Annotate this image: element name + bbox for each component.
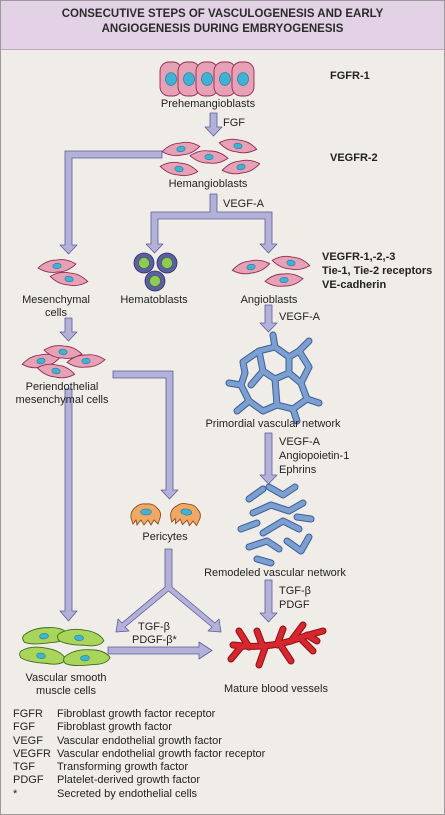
arrow-prehemangio-to-hemangio [204, 112, 223, 137]
vegf-a-factor-label-2: VEGF-A [279, 311, 320, 323]
title-line-1: CONSECUTIVE STEPS OF VASCULOGENESIS AND … [61, 8, 384, 20]
angioblasts-label: Angioblasts [240, 294, 298, 306]
remodeled-network [237, 483, 315, 567]
title-line-2: ANGIOGENESIS DURING EMBRYOGENESIS [101, 23, 344, 35]
legend-text: Secreted by endothelial cells [57, 787, 198, 800]
tgf-beta-right-label: TGF-β [279, 585, 311, 597]
vegf-a-factor-label-1: VEGF-A [223, 198, 264, 210]
fgfr1-receptor-label: FGFR-1 [330, 70, 370, 82]
legend-text: Vascular endothelial growth factor [57, 734, 222, 747]
tgf-beta-mid-label: TGF-β [138, 621, 170, 633]
legend-row: VEGFR Vascular endothelial growth factor … [13, 748, 265, 761]
primordial-network [225, 331, 323, 425]
mature-blood-vessels [227, 621, 327, 669]
hematoblast-cells [133, 252, 178, 292]
primordial-network-label: Primordial vascular network [205, 418, 341, 430]
hemangioblast-cells [158, 136, 262, 179]
hematoblasts-label: Hematoblasts [120, 294, 188, 306]
diagram-header: CONSECUTIVE STEPS OF VASCULOGENESIS AND … [1, 1, 444, 50]
periendothelial-label: Periendothelial mesenchymal cells [16, 381, 109, 407]
legend-abbr: FGFR [13, 708, 43, 720]
pericytes-label: Pericytes [142, 531, 188, 543]
smooth-muscle-label: Vascular smooth muscle cells [25, 672, 106, 698]
tie-receptors-label: Tie-1, Tie-2 receptors [322, 265, 433, 277]
arrow-primordial-to-remodeled [259, 432, 278, 485]
angiopoietin-factor-label: Angiopoietin-1 [279, 450, 350, 462]
arrow-remodeled-to-mature [259, 579, 278, 623]
vegfr123-receptor-label: VEGFR-1,-2,-3 [322, 251, 396, 263]
arrow-mesenchymal-to-periendothelial [59, 317, 78, 342]
legend-abbr: VEGFR [13, 747, 51, 760]
pdgf-beta-mid-label: PDGF-β* [132, 634, 177, 646]
legend-row: * Secreted by endothelial cells [13, 788, 265, 801]
pdgf-right-label: PDGF [279, 599, 310, 611]
legend-text: Vascular endothelial growth factor recep… [57, 747, 266, 760]
legend-abbr: TGF [13, 761, 35, 774]
mesenchymal-cells [37, 257, 90, 289]
pericyte-cells [130, 501, 203, 528]
legend-abbr: PDGF [13, 774, 44, 787]
angioblast-cells [230, 253, 312, 288]
vegf-a-factor-label-3: VEGF-A [279, 436, 320, 448]
arrow-pericytes-fork [115, 548, 222, 633]
smooth-muscle-label-line-2: muscle cells [36, 685, 96, 697]
legend-text: Fibroblast growth factor receptor [57, 708, 216, 720]
legend-row: VEGF Vascular endothelial growth factor [13, 735, 265, 748]
mesenchymal-label-line-1: Mesenchymal [22, 294, 90, 306]
legend-row: PDGF Platelet-derived growth factor [13, 774, 265, 787]
arrow-periendothelial-to-pericytes [112, 370, 179, 500]
abbreviation-legend: FGFR Fibroblast growth factor receptor FG… [13, 708, 265, 801]
periendothelial-cells [20, 343, 106, 381]
arrow-hemangio-to-mesenchymal [59, 150, 163, 255]
fgf-factor-label: FGF [223, 117, 245, 129]
mesenchymal-label-line-2: cells [44, 307, 68, 319]
ve-cadherin-label: VE-cadherin [322, 279, 387, 291]
arrow-hemangio-split [145, 193, 278, 254]
legend-abbr: FGF [13, 721, 35, 734]
periendothelial-label-line-1: Periendothelial [25, 381, 99, 393]
legend-abbr: * [13, 787, 18, 800]
periendothelial-label-line-2: mesenchymal cells [15, 394, 109, 406]
legend-row: FGF Fibroblast growth factor [13, 721, 265, 734]
arrow-smc-to-mature [107, 641, 213, 660]
prehemangioblasts-label: Prehemangioblasts [160, 98, 256, 110]
legend-row: TGF Transforming growth factor [13, 761, 265, 774]
legend-abbr: VEGF [13, 734, 43, 747]
ephrins-factor-label: Ephrins [279, 464, 317, 476]
arrow-periendothelial-to-smc [59, 388, 78, 622]
mature-vessels-label: Mature blood vessels [224, 683, 328, 695]
legend-row: FGFR Fibroblast growth factor receptor [13, 708, 265, 721]
legend-text: Transforming growth factor [57, 761, 189, 774]
mesenchymal-label: Mesenchymal cells [22, 294, 90, 320]
smooth-muscle-cells [18, 624, 111, 668]
arrow-group [59, 112, 278, 660]
smooth-muscle-label-line-1: Vascular smooth [25, 672, 107, 684]
legend-text: Platelet-derived growth factor [57, 774, 201, 787]
legend-text: Fibroblast growth factor [57, 721, 172, 734]
prehemangioblast-cells [159, 61, 255, 97]
arrow-angioblasts-to-primordial [259, 304, 278, 333]
remodeled-network-label: Remodeled vascular network [204, 567, 346, 579]
hemangioblasts-label: Hemangioblasts [168, 178, 248, 190]
vegfr2-receptor-label: VEGFR-2 [330, 152, 378, 164]
